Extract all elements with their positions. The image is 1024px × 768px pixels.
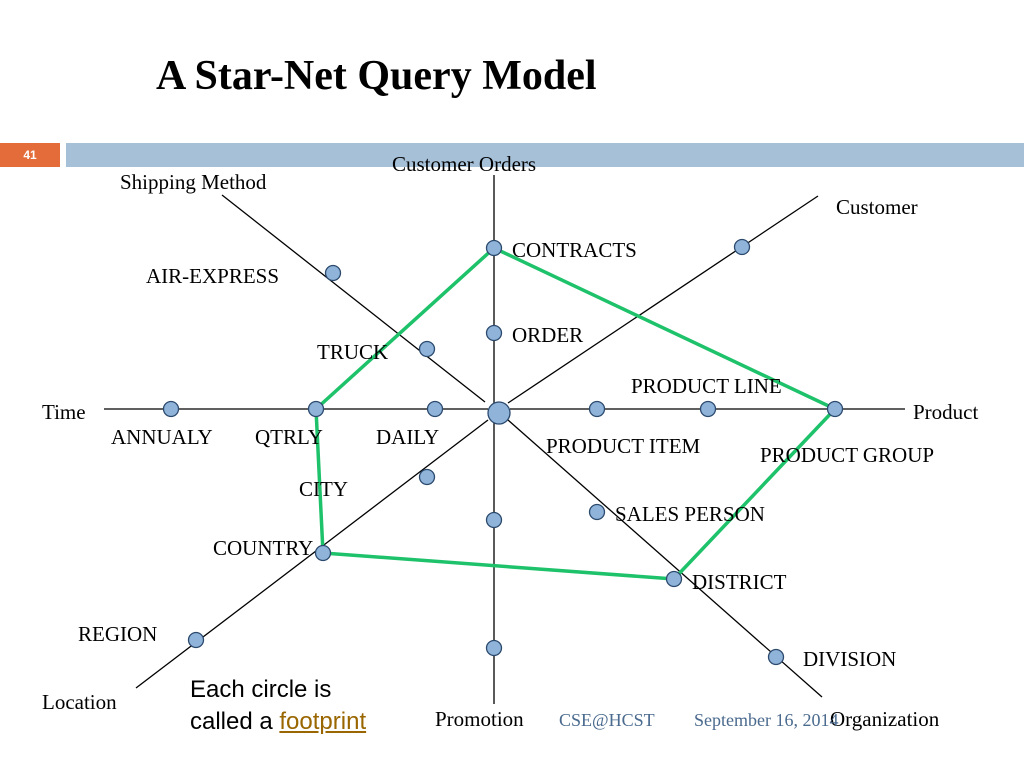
label-order: ORDER — [512, 323, 583, 347]
axis-shipping-method — [221, 194, 486, 403]
label-shipping-method: Shipping Method — [120, 170, 267, 194]
footprint-division[interactable] — [767, 648, 785, 666]
label-location: Location — [42, 690, 117, 714]
label-district: DISTRICT — [692, 570, 787, 594]
footprint-product-item[interactable] — [588, 400, 606, 418]
label-customer-orders: Customer Orders — [392, 152, 536, 176]
label-contracts: CONTRACTS — [512, 238, 637, 262]
footprint-link[interactable]: footprint — [279, 708, 367, 735]
footer-date: September 16, 2014 — [694, 710, 839, 730]
footprint-order[interactable] — [485, 324, 503, 342]
label-product-item: PRODUCT ITEM — [546, 434, 701, 458]
footprint-annualy[interactable] — [162, 400, 180, 418]
label-qtrly: QTRLY — [255, 425, 323, 449]
label-division: DIVISION — [803, 647, 896, 671]
footer-course: CSE@HCST — [559, 710, 655, 730]
label-product-line: PRODUCT LINE — [631, 374, 782, 398]
footprint-product-group[interactable] — [826, 400, 844, 418]
footprint-sales-person[interactable] — [588, 503, 606, 521]
label-truck: TRUCK — [317, 340, 388, 364]
label-region: REGION — [78, 622, 157, 646]
note-line-1: Each circle is — [190, 676, 332, 703]
footprint-truck[interactable] — [418, 340, 436, 358]
footprint-note: Each circle is called a footprint — [190, 674, 366, 738]
footprint-qtrly[interactable] — [307, 400, 325, 418]
label-customer: Customer — [836, 195, 918, 219]
footprint-product-line[interactable] — [699, 400, 717, 418]
footprint-promotion-2[interactable] — [485, 639, 503, 657]
footprint-city[interactable] — [418, 468, 436, 486]
footprint-contracts[interactable] — [485, 239, 503, 257]
label-daily: DAILY — [376, 425, 439, 449]
axis-organization — [507, 419, 823, 698]
label-air-express: AIR-EXPRESS — [146, 264, 279, 288]
note-line-2-prefix: called a — [190, 708, 280, 735]
axis-customer — [507, 195, 819, 404]
query-path — [314, 246, 837, 581]
center-node — [487, 401, 511, 425]
footprint-daily[interactable] — [426, 400, 444, 418]
label-promotion: Promotion — [435, 707, 524, 731]
header-bar — [66, 143, 1024, 167]
label-time: Time — [42, 400, 86, 424]
slide-number: 41 — [0, 143, 60, 167]
footprint-district[interactable] — [665, 570, 683, 588]
label-organization: Organization — [830, 707, 940, 731]
label-annualy: ANNUALY — [111, 425, 213, 449]
footprint-country[interactable] — [314, 544, 332, 562]
footprint-region[interactable] — [187, 631, 205, 649]
label-product: Product — [913, 400, 978, 424]
note-line-2: called a footprint — [190, 706, 366, 738]
footprint-air-express[interactable] — [324, 264, 342, 282]
label-country: COUNTRY — [213, 536, 313, 560]
label-city: CITY — [299, 477, 348, 501]
slide-title: A Star-Net Query Model — [156, 53, 597, 99]
label-sales-person: SALES PERSON — [615, 502, 765, 526]
label-product-group: PRODUCT GROUP — [760, 443, 934, 467]
footprint-customer[interactable] — [733, 238, 751, 256]
footprint-promotion-1[interactable] — [485, 511, 503, 529]
